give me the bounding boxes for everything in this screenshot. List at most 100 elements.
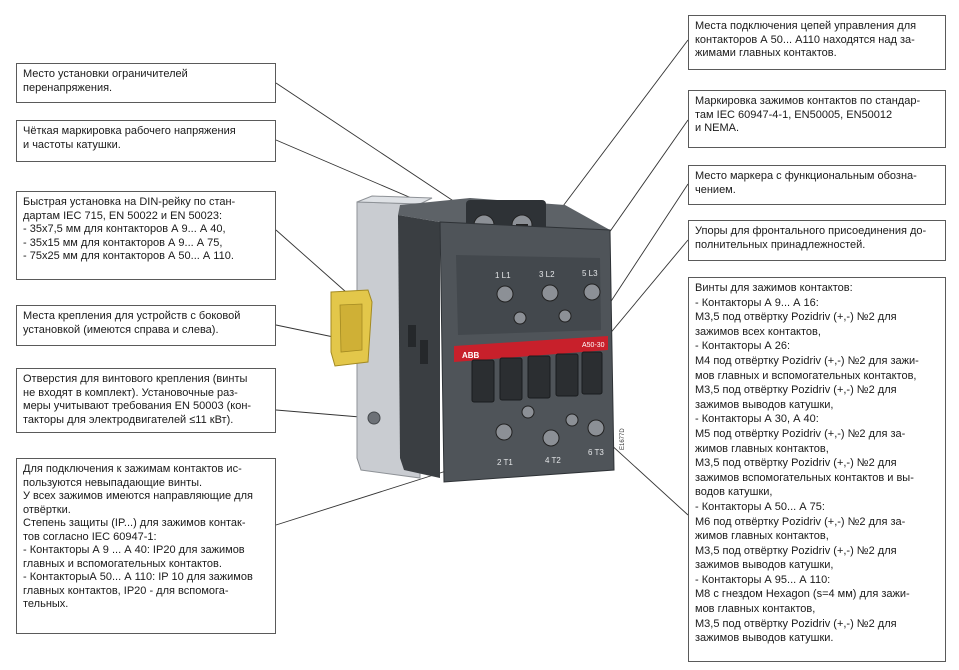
callout-line: зажимов выводов катушки. — [695, 632, 834, 645]
contact-actuators — [471, 351, 603, 403]
terminal-label-bottom: 6 T3 — [588, 448, 604, 457]
brand-label: ABB — [462, 351, 480, 360]
callout-line: установкой (имеются справа и слева). — [23, 323, 219, 336]
callout-line: Места крепления для устройств с боковой — [23, 310, 241, 322]
terminal-label-bottom: 4 T2 — [545, 456, 561, 465]
callout-line: контакторов А 50... А110 находятся над з… — [695, 33, 915, 46]
terminal-label-top: 5 L3 — [582, 269, 598, 278]
callout-line: жимов главных контактов, — [695, 442, 829, 455]
callout-captive-screws: Для подключения к зажимам контактов ис- … — [16, 458, 276, 634]
callout-line: отвёртки. — [23, 503, 71, 516]
callout-line: - КонтакторыА 50... А 110: IP 10 для заж… — [23, 571, 253, 583]
callout-line: У всех зажимов имеются направляющие для — [23, 490, 253, 502]
callout-din-rail: Быстрая установка на DIN-рейку по стан- … — [16, 191, 276, 280]
callout-line: Винты для зажимов контактов: — [695, 282, 853, 294]
callout-line: М8 с гнездом Hexagon (s=4 мм) для зажи- — [695, 588, 910, 601]
callout-line: тов согласно IEC 60947-1: — [23, 530, 157, 543]
callout-terminal-marking: Маркировка зажимов контактов по стандар-… — [688, 90, 946, 148]
callout-line: главных контактов, IP20 - для вспомога- — [23, 584, 229, 597]
upper-terminal-recess — [456, 255, 601, 335]
screw-fixing-hole — [367, 411, 381, 425]
callout-line: водов катушки, — [695, 486, 773, 499]
callout-line: - 35x7,5 мм для контакторов А 9... А 40, — [23, 223, 226, 235]
callout-line: - 75x25 мм для контакторов А 50... А 110… — [23, 250, 234, 262]
callout-terminal-screws: Винты для зажимов контактов: - Контактор… — [688, 277, 946, 662]
callout-line: - 35x15 мм для контакторов А 9... А 75, — [23, 236, 223, 249]
callout-line: и частоты катушки. — [23, 138, 121, 151]
leader-terminal-marking — [596, 119, 689, 251]
upper-terminal-screws — [496, 283, 601, 325]
leader-front — [607, 239, 689, 337]
callout-line: Место установки ограничителей — [23, 68, 188, 80]
callout-line: - Контакторы А 26: — [695, 340, 791, 353]
callout-line: Упоры для фронтального присоединения до- — [695, 225, 927, 237]
callout-voltage-marking: Чёткая маркировка рабочего напряжения и … — [16, 120, 276, 162]
callout-line: Чёткая маркировка рабочего напряжения — [23, 125, 236, 137]
callout-line: Места подключения цепей управления для — [695, 20, 917, 32]
callout-line: - Контакторы А 50... А 75: — [695, 500, 825, 513]
callout-line: зажимов выводов катушки, — [695, 398, 834, 411]
callout-line: жимами главных контактов. — [695, 47, 837, 59]
side-mount-slot — [420, 340, 428, 364]
callout-line: зажимов вспомогательных контактов и вы- — [695, 471, 914, 484]
callout-front-accessories: Упоры для фронтального присоединения до-… — [688, 220, 946, 261]
callout-line: там IEC 60947-4-1, EN50005, EN50012 — [695, 108, 893, 121]
callout-line: зажимов всех контактов, — [695, 325, 821, 338]
label-strip — [454, 336, 608, 362]
callout-line: - Контакторы А 9 ... А 40: IP20 для зажи… — [23, 544, 245, 556]
callout-line: пользуются невыпадающие винты. — [23, 476, 203, 489]
callout-line: М3,5 под отвёртку Pozidriv (+,-) №2 для — [695, 544, 897, 557]
callout-line: меры учитывают требования EN 50003 (кон- — [23, 400, 252, 412]
callout-line: тельных. — [23, 598, 69, 610]
side-code: E1677D — [620, 428, 626, 450]
callout-line: Отверстия для винтового крепления (винты — [23, 373, 248, 385]
callout-line: М3,5 под отвёртку Pozidriv (+,-) №2 для — [695, 384, 897, 397]
callout-control-circuit: Места подключения цепей управления для к… — [688, 15, 946, 70]
leader-din — [275, 229, 356, 301]
callout-function-marker: Место маркера с функциональным обозна- ч… — [688, 165, 946, 205]
callout-line: Степень защиты (IP...) для зажимов конта… — [23, 517, 246, 529]
callout-line: Место маркера с функциональным обозна- — [695, 170, 917, 182]
callout-side-mount: Места крепления для устройств с боковой … — [16, 305, 276, 346]
terminal-label-top: 1 L1 — [495, 271, 511, 280]
callout-line: чением. — [695, 183, 736, 196]
callout-fixing-holes: Отверстия для винтового крепления (винты… — [16, 368, 276, 433]
callout-line: и NEMA. — [695, 122, 740, 134]
callout-line: такторы для электродвигателей ≤11 кВт). — [23, 413, 234, 426]
callout-line: Маркировка зажимов контактов по стандар- — [695, 95, 921, 107]
callout-line: М4 под отвёртку Pozidriv (+,-) №2 для за… — [695, 354, 919, 367]
callout-line: М5 под отвёртку Pozidriv (+,-) №2 для за… — [695, 427, 906, 440]
callout-line: зажимов выводов катушки, — [695, 559, 834, 572]
leader-holes — [275, 409, 373, 419]
din-mounting-plate-edge — [356, 195, 433, 205]
callout-line: полнительных принадлежностей. — [695, 238, 866, 251]
callout-line: жимов главных контактов, — [695, 530, 829, 543]
callout-line: мов главных контактов, — [695, 603, 816, 616]
callout-line: М3,5 под отвёртку Pozidriv (+,-) №2 для — [695, 457, 897, 470]
callout-line: Для подключения к зажимам контактов ис- — [23, 463, 242, 475]
side-mount-slot — [408, 325, 416, 347]
callout-line: М3,5 под отвёртку Pozidriv (+,-) №2 для — [695, 311, 897, 324]
terminal-label-top: 3 L2 — [539, 270, 555, 279]
din-rail-clip-slot — [339, 303, 363, 353]
callout-line: мов главных и вспомогательных контактов, — [695, 369, 917, 382]
callout-line: - Контакторы А 95... А 110: — [695, 573, 831, 586]
callout-surge-limiter: Место установки ограничителей перенапряж… — [16, 63, 276, 103]
callout-line: Быстрая установка на DIN-рейку по стан- — [23, 196, 236, 208]
callout-line: главных и вспомогательных контактов. — [23, 557, 222, 570]
lower-terminal-screws — [495, 405, 605, 447]
callout-line: М3,5 под отвёртку Pozidriv (+,-) №2 для — [695, 617, 897, 630]
housing-side — [398, 215, 440, 478]
callout-line: перенапряжения. — [23, 81, 113, 94]
leader-marker — [601, 183, 689, 316]
leader-surge — [275, 82, 471, 213]
leader-control — [550, 39, 689, 223]
callout-line: - Контакторы А 30, А 40: — [695, 413, 819, 426]
model-label: A50-30 — [582, 342, 605, 349]
callout-line: не входят в комплект). Установочные раз- — [23, 386, 238, 399]
terminal-label-bottom: 2 T1 — [497, 458, 513, 467]
callout-line: - Контакторы А 9... А 16: — [695, 296, 819, 309]
callout-line: дартам IEC 715, EN 50022 и EN 50023: — [23, 209, 223, 222]
